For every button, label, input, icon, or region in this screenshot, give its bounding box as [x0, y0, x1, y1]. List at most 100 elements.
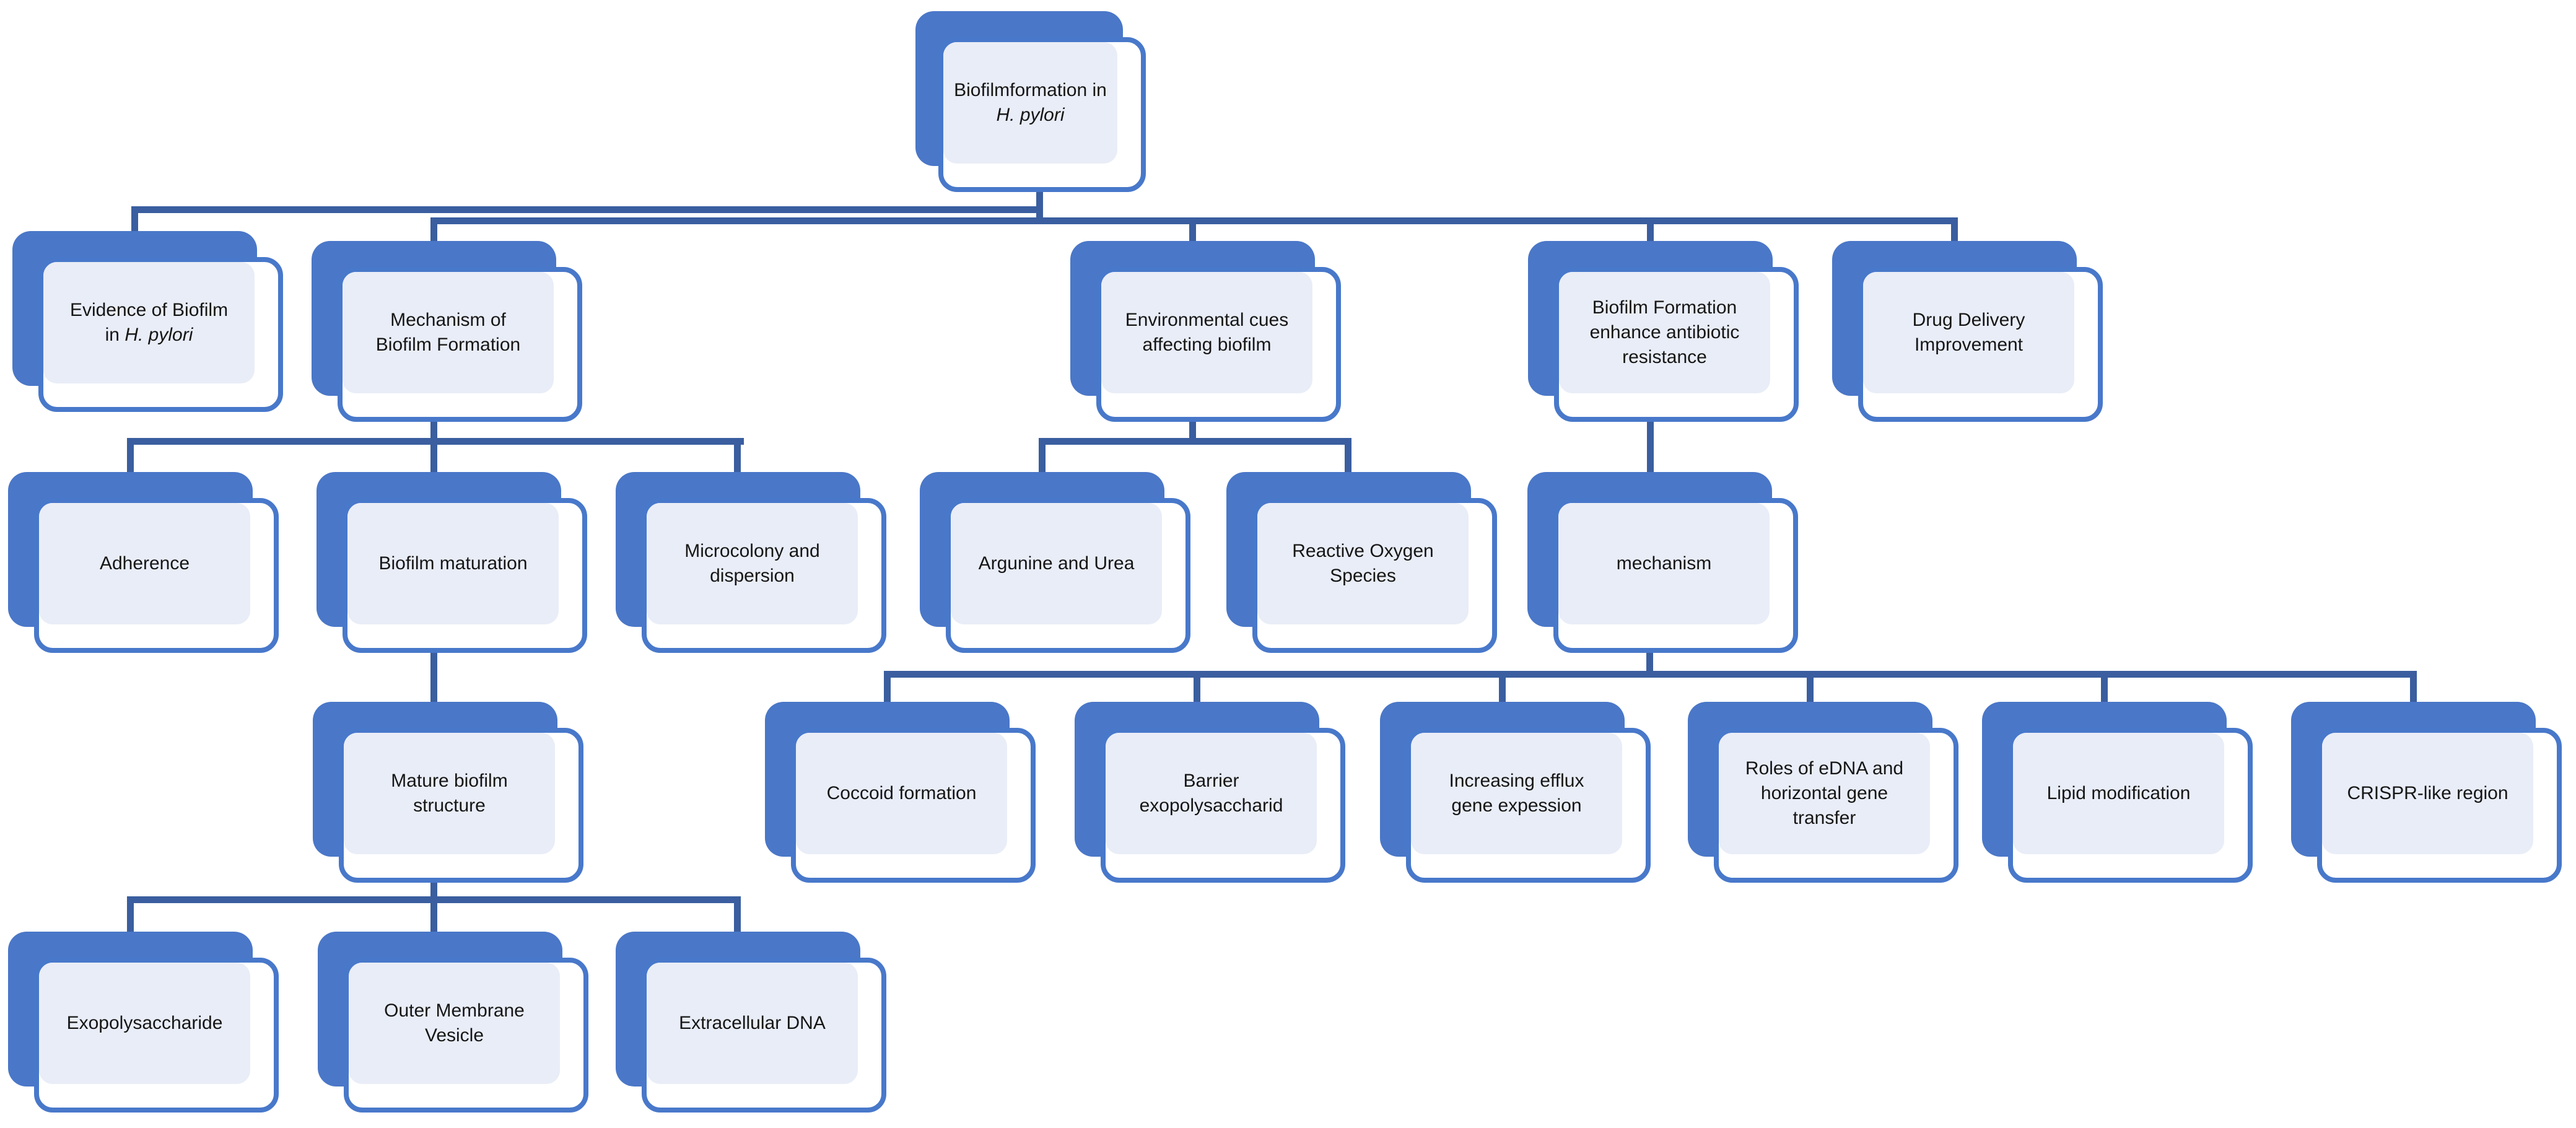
- connector-line: [1189, 419, 1196, 445]
- connector-line: [1647, 419, 1654, 474]
- node-argunine-and-urea: Argunine and Urea: [920, 472, 1190, 653]
- node-tint-fill: [943, 42, 1117, 164]
- node-label: mechanism: [1616, 553, 1712, 574]
- node-tint-fill: [1719, 733, 1930, 854]
- node-tint-fill: [2013, 733, 2224, 854]
- node-tint-fill: [1101, 272, 1312, 393]
- node-label: Extracellular DNA: [679, 1012, 826, 1033]
- node-card: CRISPR-like region: [2317, 728, 2562, 883]
- connector-line: [2410, 671, 2417, 704]
- connector-line: [1646, 650, 1653, 678]
- node-tint-fill: [1558, 503, 1770, 624]
- node-tint-fill: [1106, 733, 1317, 854]
- connector-line: [1039, 438, 1046, 474]
- node-tint-fill: [43, 262, 255, 383]
- node-tint-fill: [1257, 503, 1469, 624]
- node-tint-fill: [647, 963, 858, 1084]
- node-tint-fill: [2322, 733, 2533, 854]
- node-card: Biofilm maturation: [343, 498, 587, 653]
- node-tint-fill: [1559, 272, 1770, 393]
- node-tint-fill: [349, 963, 560, 1084]
- connector-line: [430, 896, 437, 934]
- node-tint-fill: [796, 733, 1007, 854]
- node-card: Exopolysaccharide: [34, 958, 279, 1113]
- connector-line: [131, 206, 138, 234]
- node-tint-fill: [951, 503, 1162, 624]
- node-card: Adherence: [34, 498, 279, 653]
- node-card: Extracellular DNA: [642, 958, 886, 1113]
- node-exopolysaccharide: Exopolysaccharide: [8, 932, 279, 1113]
- connector-line: [134, 206, 1043, 213]
- node-label: Adherence: [99, 553, 190, 574]
- node-lipid-modification: Lipid modification: [1982, 702, 2253, 883]
- connector-line: [1194, 671, 1200, 704]
- node-card: Argunine and Urea: [946, 498, 1190, 653]
- node-label: Biofilm maturation: [378, 553, 528, 574]
- node-tint-fill: [1411, 733, 1622, 854]
- connector-line: [1647, 217, 1654, 246]
- connector-line: [430, 419, 437, 474]
- connector-line: [1951, 217, 1958, 246]
- connector-line: [127, 438, 134, 474]
- node-label: Lipid modification: [2046, 782, 2191, 803]
- node-label: Argunine and Urea: [978, 553, 1135, 574]
- node-tint-fill: [39, 963, 250, 1084]
- node-card: Coccoid formation: [791, 728, 1036, 883]
- connector-line: [430, 650, 437, 704]
- node-tint-fill: [344, 733, 555, 854]
- connector-line: [1807, 671, 1814, 704]
- node-card: Lipid modification: [2008, 728, 2253, 883]
- node-tint-fill: [347, 503, 559, 624]
- node-extracellular-dna: Extracellular DNA: [616, 932, 886, 1113]
- connector-line: [127, 896, 134, 934]
- connector-line: [884, 671, 891, 704]
- node-tint-fill: [647, 503, 858, 624]
- node-adherence: Adherence: [8, 472, 279, 653]
- node-label: CRISPR-like region: [2347, 782, 2508, 803]
- node-label: Exopolysaccharide: [66, 1012, 223, 1033]
- connector-line: [430, 880, 437, 903]
- connector-line: [734, 438, 741, 474]
- node-tint-fill: [343, 272, 554, 393]
- connector-line: [1189, 217, 1196, 246]
- node-biofilm-maturation: Biofilm maturation: [317, 472, 587, 653]
- connector-line: [1345, 438, 1351, 474]
- connector-line: [1499, 671, 1506, 704]
- node-card: mechanism: [1553, 498, 1798, 653]
